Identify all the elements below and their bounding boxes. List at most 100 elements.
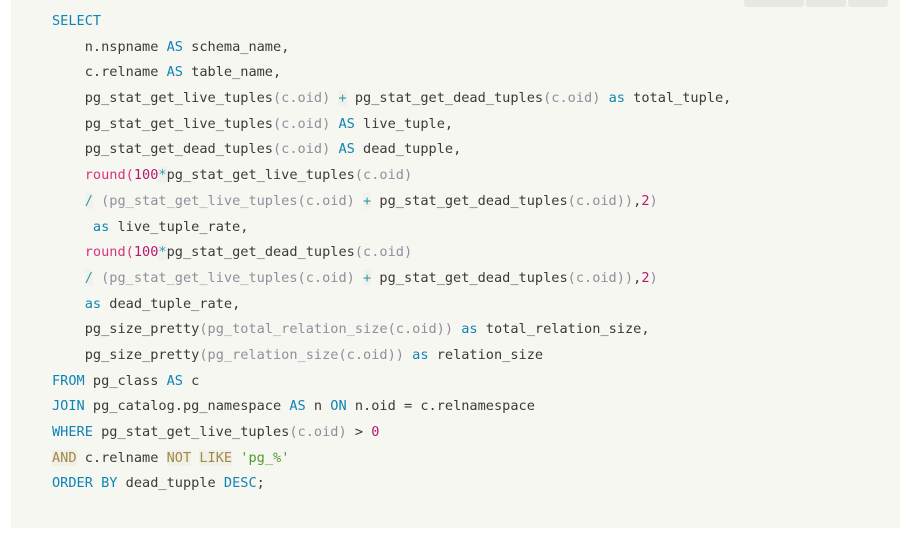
sql-code-content[interactable]: SELECT n.nspname AS schema_name, c.relna… [52,9,731,497]
code-line: WHERE pg_stat_get_live_tuples(c.oid) > 0 [52,420,731,446]
code-token-id: pg_class [84,372,167,389]
code-token-id [52,347,85,363]
code-token-id: table_name [182,64,273,81]
code-token-num: 100 [133,244,159,261]
code-token-id [52,64,85,80]
code-token-id: dead_tuple_rate [101,295,233,312]
code-token-kw: AS [338,115,355,132]
code-token-id: c [182,372,200,389]
code-token-op: + [338,90,347,107]
code-token-id: pg_stat_get_live_tuples [84,90,273,107]
code-token-arg: (c.oid) [543,90,601,107]
code-token-id: pg_stat_get_live_tuples [166,167,355,184]
code-token-id: pg_size_pretty [84,346,200,363]
code-token-str: 'pg_%' [240,449,290,466]
code-line: round(100*pg_stat_get_live_tuples(c.oid) [52,163,731,189]
code-line: as dead_tuple_rate, [52,292,731,318]
code-token-id [355,270,363,286]
code-token-arg: (pg_stat_get_live_tuples [101,269,298,286]
code-token-kw: BY [101,475,118,492]
code-token-id [52,219,93,235]
code-token-fn: ( [125,244,134,261]
code-token-kw: as [92,218,110,235]
code-line: pg_size_pretty(pg_total_relation_size(c.… [52,317,731,343]
code-token-op: / [84,269,93,286]
code-token-kw2: AND [52,449,77,466]
code-token-op: + [363,192,372,209]
code-token-id: n.oid = c.relnamespace [346,398,535,415]
code-token-id [52,296,85,312]
code-token-kw: as [461,321,478,338]
code-line: AND c.relname NOT LIKE 'pg_%' [52,446,731,472]
code-token-id: pg_stat_get_dead_tuples [371,269,568,286]
code-line: n.nspname AS schema_name, [52,35,731,61]
code-token-pun: , [232,295,241,312]
code-token-kw: AS [166,64,183,81]
code-token-id: live_tuple [354,115,445,132]
code-token-arg: (c.oid) [273,141,331,158]
code-line: pg_size_pretty(pg_relation_size(c.oid)) … [52,343,731,369]
code-token-id [52,270,85,286]
code-token-kw: AS [166,38,183,55]
code-line: pg_stat_get_live_tuples(c.oid) AS live_t… [52,112,731,138]
wrap-button[interactable] [806,0,846,7]
code-token-id: pg_stat_get_live_tuples [84,115,273,132]
code-token-id: pg_stat_get_dead_tuples [166,244,355,261]
code-token-kw: AS [166,372,183,389]
code-token-arg: (c.oid) [354,167,413,184]
expand-button[interactable] [848,0,888,7]
code-token-arg: (pg_total_relation_size [199,321,388,338]
code-token-num: 2 [641,269,650,286]
code-token-pun: , [633,192,642,209]
code-token-id: dead_tupple [117,475,224,492]
code-token-id: pg_stat_get_dead_tuples [371,192,568,209]
code-token-pun: , [281,38,290,55]
code-token-id: schema_name [182,38,282,55]
code-token-kw: ORDER [52,475,93,492]
code-token-id [52,193,85,209]
code-token-kw2: NOT [166,449,192,466]
code-token-id: pg_catalog.pg_namespace [84,398,290,415]
copy-button[interactable] [744,0,804,7]
code-token-arg: (c.oid)) [387,321,454,338]
code-token-arg: (c.oid)) [567,269,634,286]
code-token-arg: (c.oid) [354,244,413,261]
code-token-kw: ON [330,398,347,415]
code-token-arg: (c.oid) [297,192,355,209]
code-token-num: 0 [371,424,380,440]
code-token-kw: DESC [223,475,257,492]
code-token-id [600,90,608,106]
code-token-id [52,116,85,132]
code-token-fn: ( [125,167,134,184]
code-token-id [52,167,85,183]
code-line: ORDER BY dead_tupple DESC; [52,471,731,497]
code-line: as live_tuple_rate, [52,215,731,241]
code-token-kw: WHERE [52,424,93,440]
code-token-id: relation_size [428,346,544,363]
code-token-pun: , [273,64,282,81]
code-token-kw: SELECT [52,13,102,29]
code-token-num: 100 [133,167,159,184]
code-token-pun: , [723,90,732,107]
code-token-kw: as [412,346,429,363]
code-token-id [404,347,412,363]
code-token-id [52,39,85,55]
code-block-toolbar[interactable] [744,0,888,7]
code-token-kw: AS [289,398,306,415]
code-token-id [52,244,85,260]
code-token-id: total_relation_size [477,321,642,338]
code-line: / (pg_stat_get_live_tuples(c.oid) + pg_s… [52,266,731,292]
code-token-kw: JOIN [52,398,85,415]
code-token-id: c.relname [84,64,167,81]
code-token-id [52,321,85,337]
code-token-id: total_tuple [624,90,724,107]
code-token-id: live_tuple_rate [109,218,241,235]
code-token-id: n [305,398,331,415]
code-token-id: c.relname [76,449,167,466]
code-token-id: pg_stat_get_dead_tuples [346,90,544,107]
code-block: SELECT n.nspname AS schema_name, c.relna… [11,0,900,528]
code-token-arg: ) [649,269,658,286]
code-token-kw: as [84,295,102,312]
code-line: c.relname AS table_name, [52,60,731,86]
code-token-id: pg_size_pretty [84,321,200,338]
